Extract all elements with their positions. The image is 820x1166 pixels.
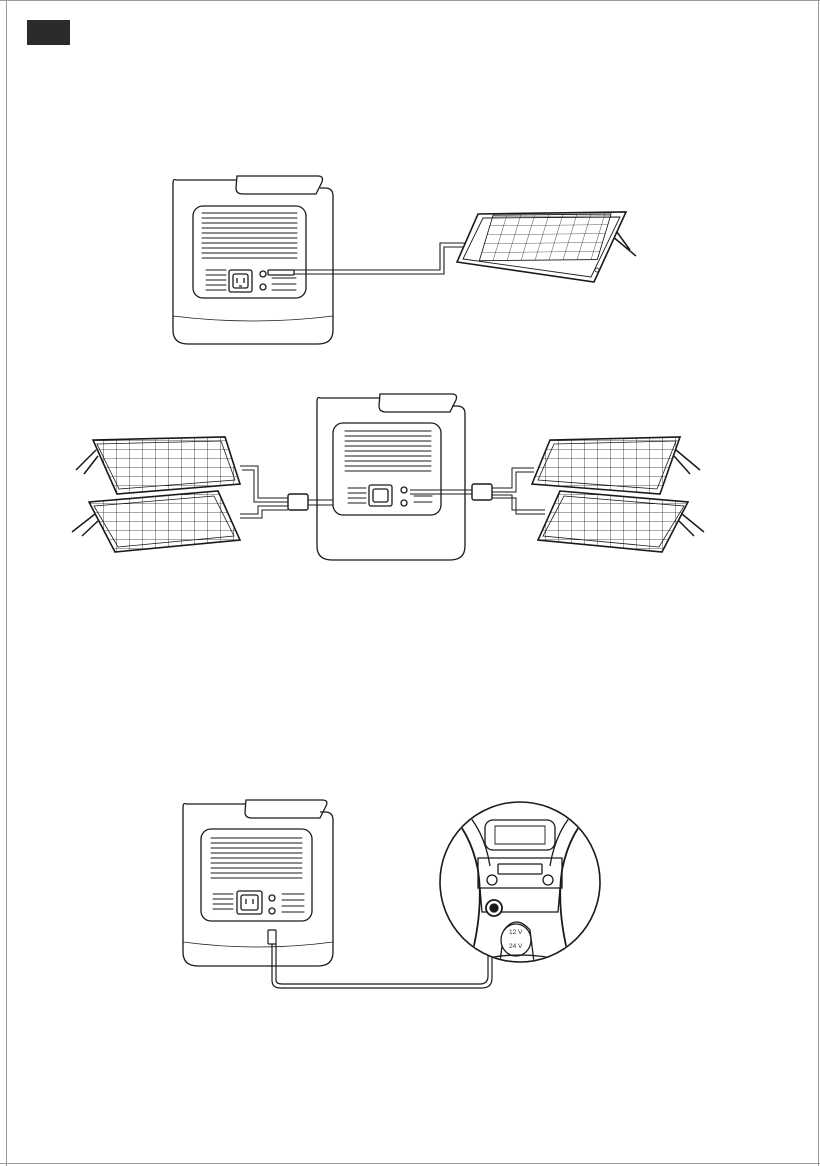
solar-panel-right-top [532,437,700,494]
svg-text:24 V: 24 V [509,943,523,950]
top-border [0,0,820,1]
solar-panel-right-bottom [538,491,704,552]
figure-car-charging: 12 V 24 V [0,790,820,1000]
bottom-border [0,1163,820,1164]
power-station-rear-center [317,394,465,560]
solar-panel [457,212,636,282]
figure-parallel-solar-panels [0,390,820,570]
solar-cable [294,243,478,274]
power-station-rear [173,176,333,344]
car-socket-detail: 12 V 24 V [440,802,600,962]
solar-panel-left-bottom [72,491,240,552]
solar-panel-left-top [76,437,240,494]
figure-single-solar-panel [0,160,820,360]
power-station-rear-car [183,800,333,966]
section-tag [27,20,70,45]
svg-text:12 V: 12 V [509,929,523,936]
